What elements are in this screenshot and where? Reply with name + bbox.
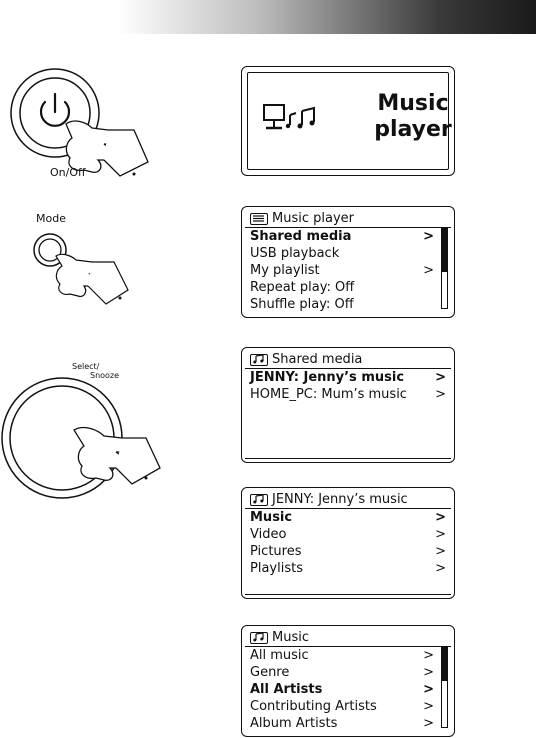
menu-item[interactable]: JENNY: Jenny’s music > [250,369,446,386]
scrollbar[interactable] [441,228,448,309]
menu-item[interactable]: Shuffle play: Off [250,296,434,313]
menu-item[interactable]: HOME_PC: Mum’s music > [250,386,446,403]
menu-item-label: Album Artists [250,716,338,731]
menu-item[interactable]: All Artists > [250,681,434,698]
menu-list: Music > Video > Pictures > Playlists > [250,509,446,577]
music-note-icon [250,353,268,366]
music-screen: Music All music > Genre > All Artists > Con… [241,625,455,737]
screen-title: Music [272,630,309,645]
menu-item-label: All music [250,648,309,663]
title-divider [245,227,451,228]
screen-title-row: JENNY: Jenny’s music [250,492,408,507]
menu-item-label: Music [250,510,293,525]
on-off-label: On/Off [50,166,86,179]
music-note-icon [250,493,268,506]
scrollbar[interactable] [441,647,448,728]
chevron-right-icon: > [435,510,446,525]
menu-list: Shared media> USB playback My playlist> … [250,228,434,313]
select-label: Select/ Snooze [72,362,119,380]
chevron-right-icon: > [423,716,434,731]
chevron-right-icon: > [423,648,434,663]
menu-item[interactable]: Playlists > [250,560,446,577]
screen-title: JENNY: Jenny’s music [272,492,408,507]
bottom-divider [245,594,451,595]
screen-title: Music player [272,211,354,226]
select-knob-illustration [0,376,178,500]
chevron-right-icon: > [435,544,446,559]
chevron-right-icon: > [435,527,446,542]
menu-item[interactable]: USB playback [250,245,434,262]
title-divider [245,508,451,509]
screen-title: Shared media [272,352,363,367]
menu-item[interactable]: Album Artists > [250,715,434,732]
chevron-right-icon: > [435,387,446,402]
chevron-right-icon: > [423,665,434,680]
jenny-screen: JENNY: Jenny’s music Music > Video > Pictu… [241,487,455,599]
menu-item-label: Pictures [250,544,302,559]
chevron-right-icon: > [423,682,434,697]
chevron-right-icon: > [423,263,434,278]
chevron-right-icon: > [423,699,434,714]
menu-item[interactable]: All music > [250,647,434,664]
header-gradient-bar [0,0,536,34]
menu-item[interactable]: Contributing Artists > [250,698,434,715]
splash-inner-frame: Music player [247,72,452,170]
shared-media-screen: Shared media JENNY: Jenny’s music > HOME_… [241,347,455,463]
menu-item-label: Video [250,527,287,542]
splash-line2: player [374,117,452,142]
title-divider [245,646,451,647]
chevron-right-icon: > [423,229,434,244]
screen-title-row: Music [250,630,309,645]
menu-item-label: My playlist [250,263,320,278]
menu-item-label: Repeat play: Off [250,280,355,295]
menu-item-label: USB playback [250,246,340,261]
menu-item[interactable]: Music > [250,509,446,526]
menu-item-label: All Artists [250,682,323,697]
menu-item[interactable]: Genre > [250,664,434,681]
menu-item[interactable]: Pictures > [250,543,446,560]
menu-item-label: Genre [250,665,290,680]
music-player-screen: Music player Shared media> USB playback … [241,206,455,318]
menu-item-label: Shared media [250,229,352,244]
menu-item[interactable]: Shared media > [250,228,434,245]
title-divider [245,368,451,369]
mode-label: Mode [36,212,66,225]
splash-screen: Music player [241,66,455,176]
splash-title: Music player [348,91,478,143]
select-label-line2: Snooze [90,371,120,380]
bottom-divider [245,458,451,459]
screen-title-row: Shared media [250,352,362,367]
music-note-icon [250,631,268,644]
menu-item[interactable]: Repeat play: Off [250,279,434,296]
scrollbar-thumb[interactable] [442,648,447,682]
menu-item-label: Contributing Artists [250,699,377,714]
menu-list: All music > Genre > All Artists > Contribut… [250,647,434,732]
menu-item-label: HOME_PC: Mum’s music [250,387,407,402]
select-label-line1: Select/ [72,362,100,371]
chevron-right-icon: > [435,370,446,385]
scrollbar-thumb[interactable] [442,229,447,273]
menu-item-label: JENNY: Jenny’s music [250,370,405,385]
splash-line1: Music [377,91,449,116]
menu-item[interactable]: My playlist > [250,262,434,279]
mode-button-illustration [28,228,178,314]
screen-title-row: Music player [250,211,354,226]
menu-item-label: Shuffle play: Off [250,297,354,312]
menu-item[interactable]: Video > [250,526,446,543]
power-button-illustration [8,66,178,186]
list-icon [250,212,268,225]
menu-item-label: Playlists [250,561,303,576]
chevron-right-icon: > [435,561,446,576]
menu-list: JENNY: Jenny’s music > HOME_PC: Mum’s mus… [250,369,446,403]
pc-music-icon [262,103,318,141]
